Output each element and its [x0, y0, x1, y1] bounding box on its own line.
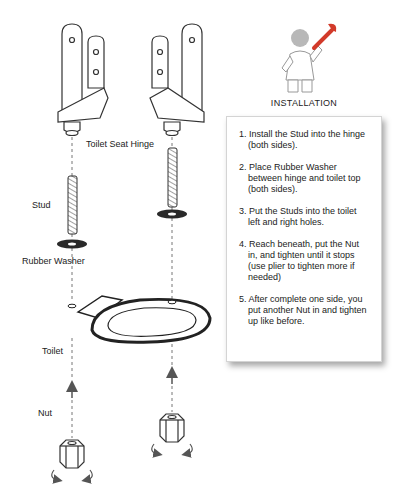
- rubber-washer: [57, 210, 187, 249]
- instruction-step: 2. Place Rubber Washer between hinge and…: [239, 162, 371, 195]
- wrench-man-icon: [282, 24, 336, 92]
- instruction-panel: INSTALLATION 1. Install the Stud into the…: [226, 98, 382, 362]
- instruction-step: 1. Install the Stud into the hinge (both…: [239, 129, 371, 151]
- nut: [60, 414, 184, 468]
- rotation-arrow: [52, 444, 193, 480]
- part-label: Stud: [32, 200, 51, 211]
- hinge-right: [150, 24, 204, 136]
- part-label: Rubber Washer: [22, 256, 85, 267]
- instruction-step: 4. Reach beneath, put the Nut in, and ti…: [239, 239, 371, 283]
- instruction-step: 3. Put the Studs into the toilet left an…: [239, 206, 371, 228]
- toilet: [68, 296, 210, 342]
- panel-heading: INSTALLATION: [226, 98, 382, 108]
- guide-lines: [72, 137, 172, 438]
- up-arrow: [72, 372, 172, 398]
- part-label: Toilet Seat Hinge: [86, 139, 154, 150]
- instruction-step: 5. After complete one side, you put anot…: [239, 294, 371, 327]
- part-label: Nut: [38, 408, 52, 419]
- instruction-box: 1. Install the Stud into the hinge (both…: [226, 116, 382, 362]
- part-label: Toilet: [42, 346, 63, 357]
- hinge-left: [58, 24, 108, 136]
- stud: [68, 148, 177, 234]
